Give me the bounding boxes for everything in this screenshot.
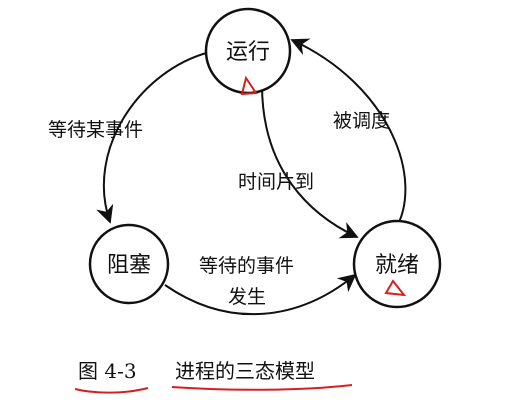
red-underline-figure-number [74, 387, 149, 394]
red-underline-figure-title [171, 384, 353, 391]
node-blocked-label: 阻塞 [107, 253, 151, 278]
node-running-label: 运行 [226, 40, 270, 65]
label-time-slice-expired: 时间片到 [238, 171, 314, 193]
label-wait-for-event: 等待某事件 [48, 119, 143, 141]
figure-number: 图 4-3 [78, 359, 137, 383]
edge-ready-to-running [290, 38, 407, 231]
node-ready-label: 就绪 [375, 253, 419, 278]
edge-blocked-to-ready [164, 273, 357, 316]
edge-running-to-blocked [96, 51, 211, 224]
label-event-occurs-line1: 等待的事件 [199, 255, 294, 277]
edge-running-to-ready [261, 84, 359, 239]
node-ready: 就绪 [352, 219, 442, 309]
figure-title: 进程的三态模型 [175, 359, 315, 383]
node-running: 运行 [204, 7, 292, 95]
red-check-mark-running [240, 75, 258, 96]
node-blocked: 阻塞 [88, 223, 170, 305]
red-check-mark-ready [384, 279, 407, 297]
label-event-occurs-line2: 发生 [228, 286, 266, 308]
label-scheduled: 被调度 [333, 110, 390, 132]
